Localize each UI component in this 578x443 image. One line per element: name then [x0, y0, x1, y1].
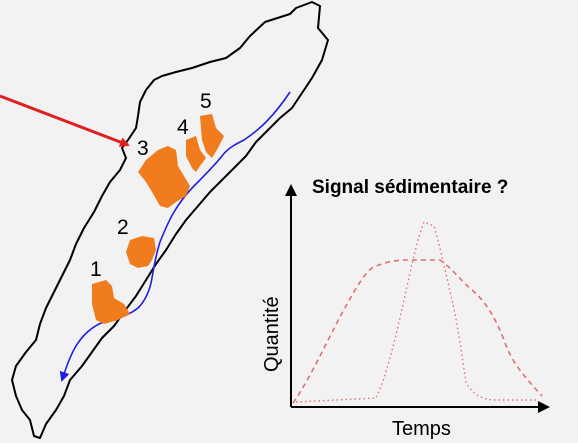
river	[59, 91, 291, 382]
basin-outline	[11, 1, 329, 439]
zone-label-2: 2	[117, 216, 129, 239]
zone-label-1: 1	[90, 258, 102, 281]
zone-label-3: 3	[137, 137, 149, 160]
deposit-zone-1	[92, 280, 130, 324]
x-axis-label: Temps	[392, 418, 451, 440]
zone-label-4: 4	[177, 116, 189, 139]
signal-title: Signal sédimentaire ?	[312, 177, 508, 198]
y-axis-label: Quantité	[261, 296, 283, 372]
deposit-zone-2	[126, 236, 156, 268]
deposit-zone-3	[138, 146, 190, 208]
signal-curve-sharp	[295, 221, 536, 403]
source-arrow	[0, 94, 130, 147]
signal-curve-broad	[292, 259, 543, 404]
deposit-zone-4	[186, 136, 206, 172]
deposit-zone-5	[200, 114, 224, 158]
zone-label-5: 5	[200, 90, 212, 113]
